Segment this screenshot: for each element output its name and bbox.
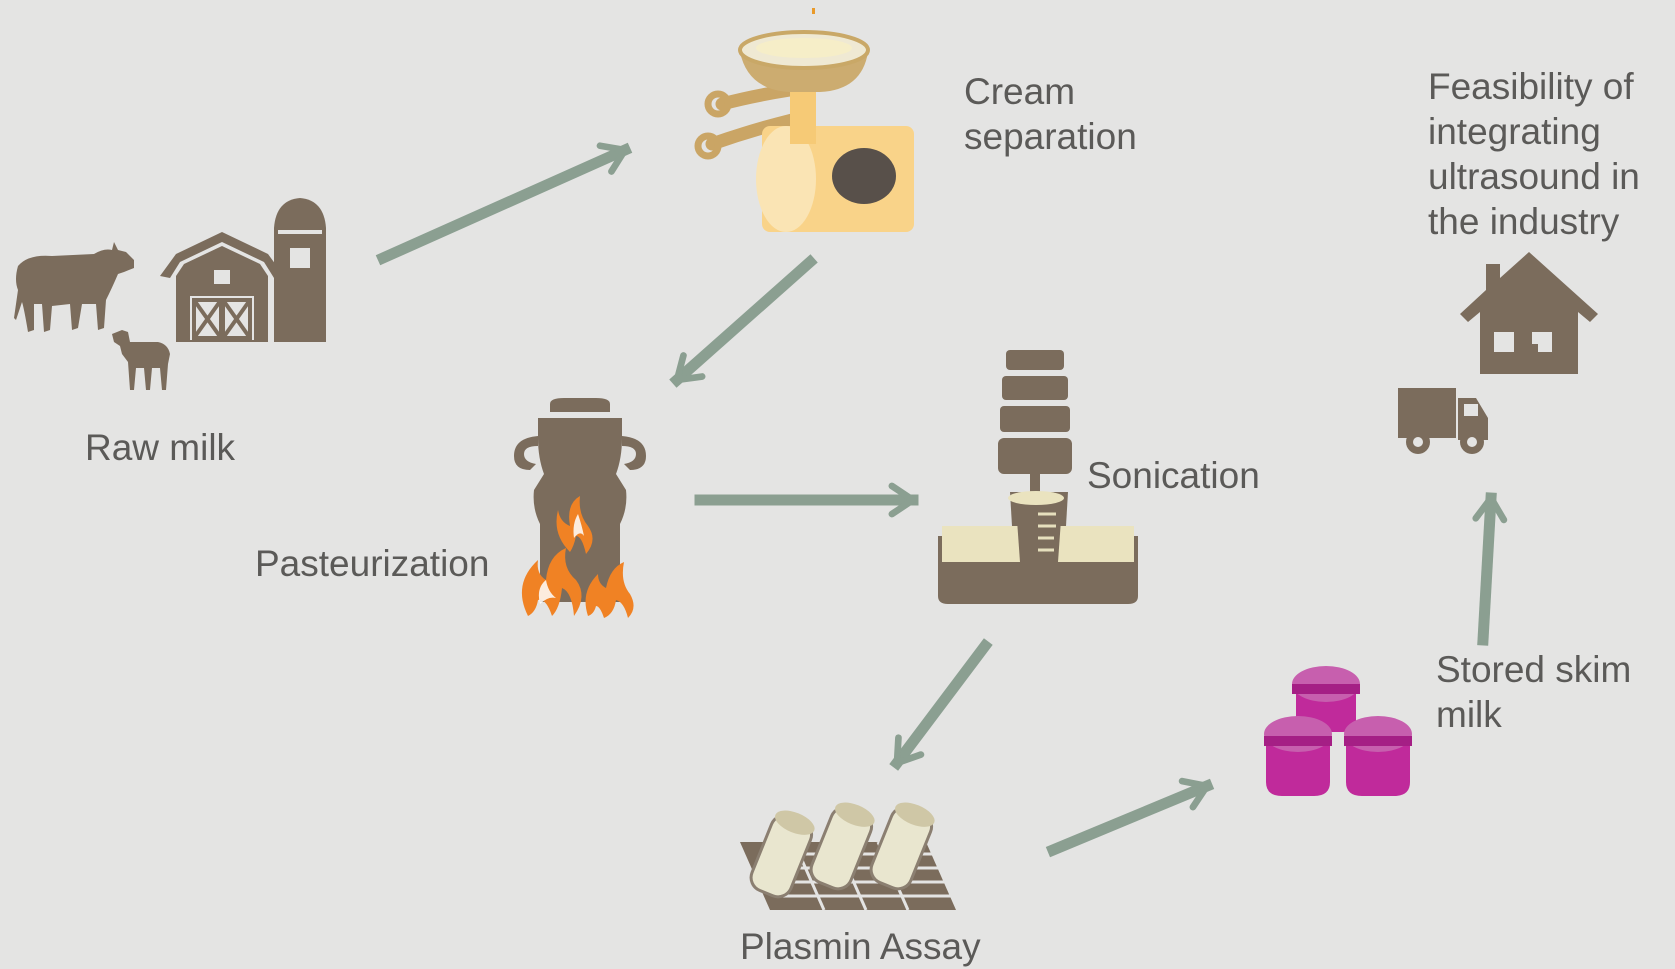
test-tubes-icon	[740, 806, 956, 912]
feasibility-line-1: Feasibility of	[1428, 64, 1640, 109]
stored-skim-milk-line-1: Stored skim	[1436, 647, 1631, 692]
cream-separator-icon	[692, 8, 924, 234]
barn-icon	[160, 226, 284, 342]
cow-icon	[12, 244, 136, 340]
feasibility-line-3: ultrasound in	[1428, 154, 1640, 199]
cream-separation-line-2: separation	[964, 114, 1137, 159]
arrow-plasmin-to-storage	[1053, 786, 1207, 850]
arrow-storage-to-industry	[1483, 498, 1491, 640]
raw-milk-label: Raw milk	[85, 425, 235, 470]
pasteurization-label: Pasteurization	[255, 541, 489, 586]
feasibility-line-4: the industry	[1428, 199, 1640, 244]
cream-separation-label: Cream separation	[964, 69, 1137, 159]
stored-skim-milk-line-2: milk	[1436, 692, 1631, 737]
arrow-cream-to-pasteurization	[677, 262, 810, 380]
truck-icon	[1398, 388, 1488, 456]
storage-cups-icon	[1262, 664, 1412, 800]
feasibility-line-2: integrating	[1428, 109, 1640, 154]
arrow-sonication-to-plasmin	[897, 646, 985, 763]
arrow-raw-to-cream	[383, 150, 625, 258]
house-icon	[1460, 252, 1598, 374]
feasibility-label: Feasibility of integrating ultrasound in…	[1428, 64, 1640, 244]
plasmin-assay-label: Plasmin Assay	[740, 924, 981, 969]
silo-icon	[272, 198, 328, 342]
sonication-label: Sonication	[1087, 453, 1260, 498]
flame-icon	[518, 496, 636, 620]
stored-skim-milk-label: Stored skim milk	[1436, 647, 1631, 737]
cream-separation-line-1: Cream	[964, 69, 1137, 114]
